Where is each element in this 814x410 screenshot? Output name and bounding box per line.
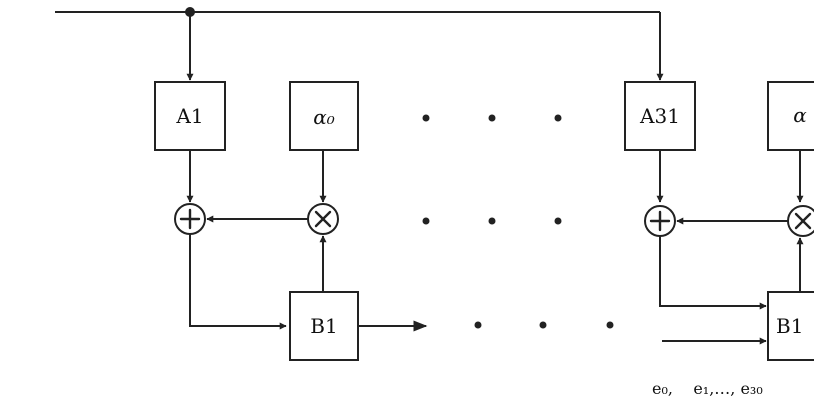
block-b1-left-label: B1 — [310, 314, 337, 338]
block-a31 — [624, 81, 696, 151]
stage-left: A1 α₀ B1 — [154, 81, 428, 361]
stage-right: A31 α B1 — [624, 81, 814, 361]
block-alpha-right — [767, 81, 814, 151]
input-sequence-label: e₀, e₁,…, e₃₀ — [652, 379, 763, 398]
ellipsis-dots — [422, 114, 614, 329]
multiplier-right — [787, 205, 814, 237]
block-a31-label: A31 — [639, 104, 680, 128]
block-alpha0-label: α₀ — [313, 105, 335, 129]
block-a1-label: A1 — [175, 104, 203, 128]
plus-icon — [179, 208, 201, 230]
block-alpha0 — [289, 81, 359, 151]
plus-icon — [649, 210, 671, 232]
block-a1 — [154, 81, 226, 151]
wire-adder-to-b1 — [189, 234, 287, 330]
block-alpha-right-label: α — [793, 103, 807, 127]
top-bus — [55, 7, 664, 81]
block-b1-right-label: B1 — [776, 314, 803, 338]
wire-adder-to-b1-right — [659, 236, 767, 310]
times-icon — [794, 212, 812, 230]
times-icon — [314, 210, 332, 228]
block-b1-right — [767, 291, 814, 361]
